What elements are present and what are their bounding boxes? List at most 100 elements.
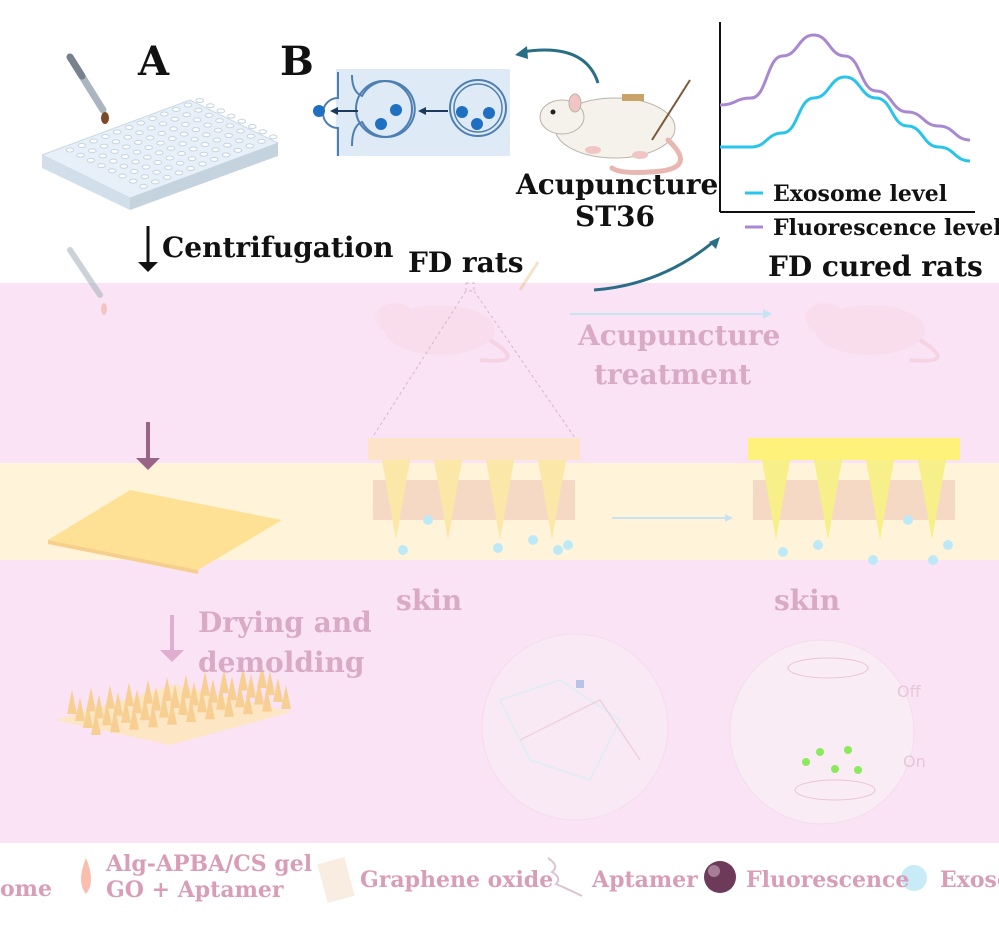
microneedle-tip <box>181 674 191 699</box>
plate-well <box>221 152 231 158</box>
plate-well <box>168 136 177 142</box>
zoom-circle-right <box>729 639 915 825</box>
plate-well <box>132 149 142 155</box>
plate-well <box>215 118 224 124</box>
plate-well <box>86 157 96 163</box>
plate-well <box>147 125 156 131</box>
curved-arrow-icon <box>515 46 600 84</box>
microneedle-tip <box>281 685 291 709</box>
fd-arrow-icon <box>593 237 720 292</box>
microneedle-tip <box>132 689 142 714</box>
legend-exosome-level: Exosome level <box>773 181 948 207</box>
plate-well <box>245 143 254 149</box>
microneedle-tip <box>219 669 229 694</box>
plate-well <box>199 151 209 157</box>
plate-well <box>111 139 121 145</box>
acupuncture-treatment-label-1: Acupuncture <box>578 319 781 352</box>
microneedle-tip <box>238 666 248 691</box>
patch-backing <box>368 438 580 460</box>
chart-axes <box>719 22 975 213</box>
plate-well <box>181 121 190 127</box>
legend-item-1: ome <box>0 876 52 902</box>
legend-aptamer-icon <box>547 857 583 897</box>
plate-well <box>145 135 155 141</box>
exosome-dot <box>903 515 913 525</box>
plate-well <box>210 156 219 162</box>
plate-well <box>166 145 176 151</box>
plate-well <box>174 170 184 176</box>
plate-well <box>165 155 174 161</box>
microneedle <box>814 460 842 540</box>
plate-well <box>189 146 198 152</box>
plate-well <box>179 131 189 137</box>
microneedle-tip <box>246 673 256 698</box>
microneedle-tip <box>208 678 218 703</box>
plate-well <box>224 133 233 138</box>
plate-well <box>203 122 212 128</box>
skin-layer <box>753 480 955 520</box>
microneedle-tip <box>86 687 96 712</box>
plate-well <box>246 133 256 139</box>
microneedle-tip <box>102 701 112 726</box>
legend-fluorescence-level: Fluorescence level <box>773 215 999 241</box>
legend-item-3: Graphene oxide <box>360 867 554 893</box>
fd-rats-label: FD rats <box>408 246 524 279</box>
plate-well <box>200 142 210 147</box>
microneedle-tip <box>189 681 199 706</box>
microneedle <box>434 460 462 540</box>
microwell-plate-icon <box>40 99 280 210</box>
plate-well <box>144 145 153 151</box>
legend-gel-drop-icon <box>81 858 91 894</box>
plate-well <box>124 125 134 130</box>
exosome-dot <box>493 543 503 553</box>
microneedle-tip <box>265 671 275 695</box>
microneedle <box>486 460 514 540</box>
state-on-label: On <box>903 752 926 771</box>
plate-well <box>192 117 202 123</box>
down-arrow-faded-icon-2 <box>160 615 184 662</box>
zoom-lines <box>371 282 576 439</box>
plate-well <box>190 136 199 142</box>
microneedle-tip <box>159 693 169 718</box>
microneedle-tip <box>105 684 115 709</box>
microneedle-tip <box>167 700 177 725</box>
plate-well <box>213 127 223 133</box>
microneedle-tip <box>273 678 283 702</box>
legend-fluorescence-icon <box>704 861 736 893</box>
microneedle-tip <box>227 676 237 701</box>
plate-well <box>119 163 129 169</box>
plate-well <box>99 143 109 149</box>
plate-well <box>237 118 247 124</box>
microneedle-tip <box>170 684 180 708</box>
microneedle-tip <box>148 703 158 728</box>
microneedle-tip <box>257 664 267 688</box>
pipette-faded-icon <box>67 247 107 315</box>
microneedle-array-icon <box>55 664 292 745</box>
microneedle-tip <box>235 683 245 708</box>
plate-well <box>198 161 207 167</box>
microneedle <box>762 460 790 540</box>
plate-well <box>109 158 118 164</box>
chart-series-line-2 <box>719 33 971 142</box>
exosome-dot <box>553 545 563 555</box>
microneedle <box>538 460 566 540</box>
plate-well <box>110 148 119 154</box>
plate-well <box>154 150 164 156</box>
skin-transfer-arrow-icon <box>612 514 733 522</box>
skin-label-right: skin <box>774 584 841 617</box>
plate-well <box>152 169 161 175</box>
legend-item-4: Aptamer <box>592 867 698 893</box>
plate-well <box>148 116 157 121</box>
exosome-dot <box>398 545 408 555</box>
microneedle-tip <box>121 698 131 723</box>
plate-well <box>178 141 188 147</box>
plate-well <box>233 147 243 153</box>
plate-well <box>139 183 148 189</box>
legend-item-6: Exoso <box>940 867 999 893</box>
patch-backing <box>748 438 960 460</box>
microneedle-tip <box>75 697 85 721</box>
plate-well <box>206 103 215 109</box>
plate-well <box>151 179 160 185</box>
plate-well <box>107 168 117 174</box>
